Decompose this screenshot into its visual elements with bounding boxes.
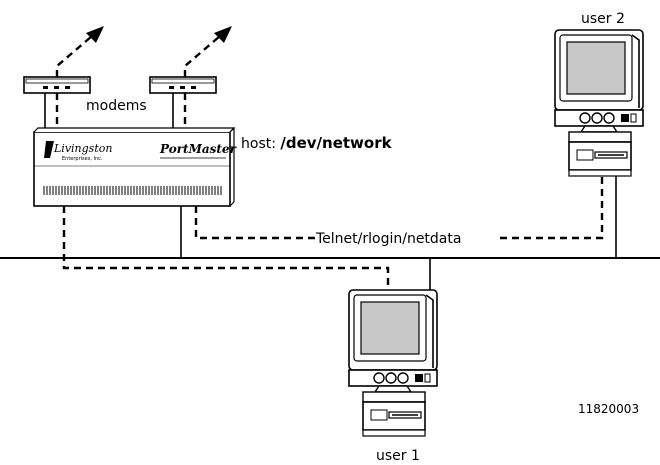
svg-text:Livingston: Livingston (53, 142, 112, 155)
computer-user-2 (554, 29, 644, 177)
modem-left (23, 76, 91, 94)
vent-slots (43, 186, 222, 195)
modem-right (149, 76, 217, 94)
user-2-label: user 2 (581, 11, 625, 27)
portmaster-host: Livingston Enterprises, Inc. PortMaster (33, 127, 238, 207)
telnet-label: Telnet/rlogin/netdata (315, 231, 461, 247)
signal-arrow-right (183, 35, 221, 77)
computer-user-1 (348, 289, 438, 437)
signal-arrow-left (55, 35, 93, 77)
svg-text:Enterprises, Inc.: Enterprises, Inc. (62, 156, 103, 162)
portmaster-logo: PortMaster (159, 142, 238, 156)
host-label: host: /dev/network (241, 134, 393, 152)
figure-id: 11820003 (578, 402, 639, 416)
modems-label: modems (86, 98, 147, 114)
user-1-label: user 1 (376, 448, 420, 464)
livingston-logo: Livingston Enterprises, Inc. (44, 141, 112, 162)
